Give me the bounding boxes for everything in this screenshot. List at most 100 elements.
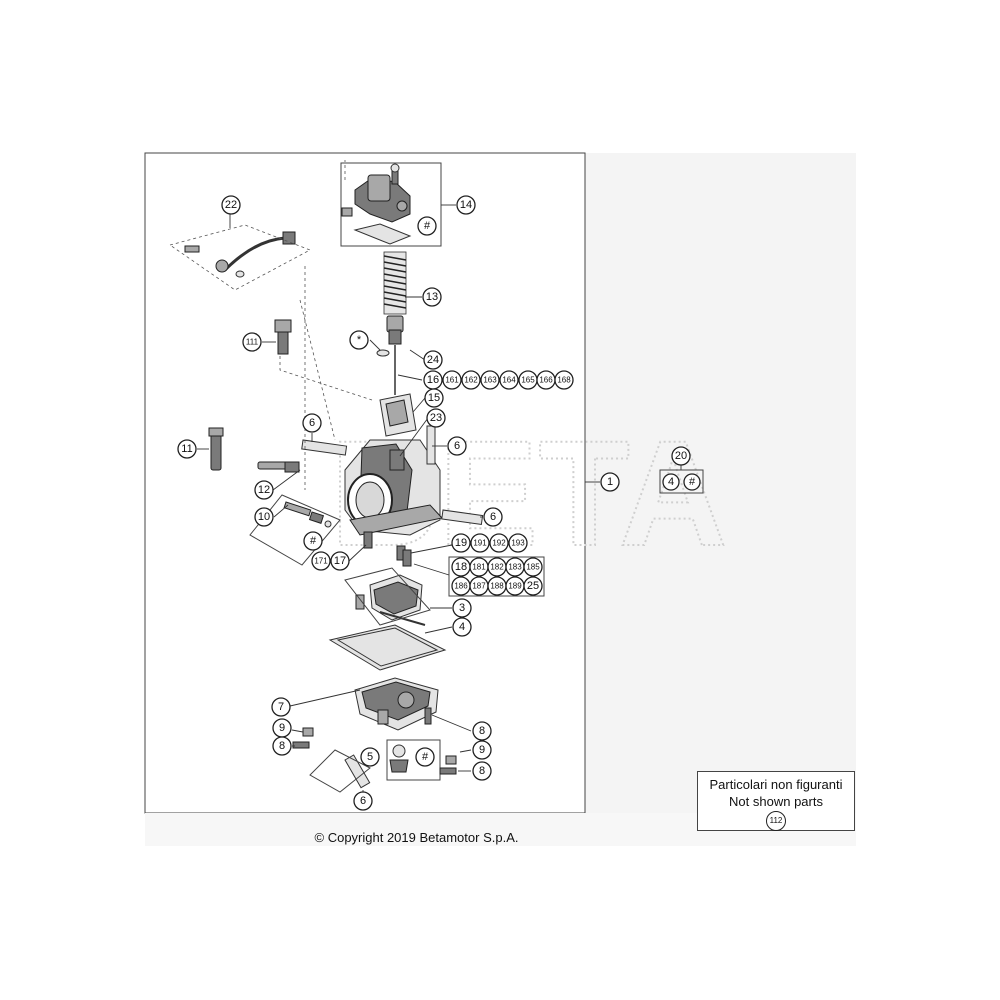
svg-text:6: 6	[490, 511, 496, 523]
callout-18[interactable]: 18	[451, 557, 471, 577]
svg-text:193: 193	[511, 539, 525, 548]
callout-111[interactable]: 111	[242, 332, 262, 352]
callout-6-right[interactable]: 6	[447, 436, 467, 456]
svg-text:8: 8	[279, 740, 285, 752]
callout-14-hash[interactable]: #	[417, 216, 437, 236]
callout-183[interactable]: 183	[505, 557, 525, 577]
svg-text:13: 13	[426, 291, 438, 303]
callout-star[interactable]: *	[349, 330, 369, 350]
callout-9-right[interactable]: 9	[472, 740, 492, 760]
leader-lines	[197, 204, 600, 792]
callout-22[interactable]: 22	[221, 195, 241, 215]
group-20-frame	[659, 469, 704, 494]
svg-text:25: 25	[527, 580, 539, 592]
adjuster-11-part	[208, 427, 224, 471]
callout-13[interactable]: 13	[422, 287, 442, 307]
svg-text:22: 22	[225, 199, 237, 211]
callout-164[interactable]: 164	[499, 370, 519, 390]
callout-23[interactable]: 23	[426, 408, 446, 428]
svg-text:181: 181	[472, 563, 486, 572]
callout-192[interactable]: 192	[489, 533, 509, 553]
callout-182[interactable]: 182	[487, 557, 507, 577]
callout-112[interactable]: 112	[766, 811, 786, 831]
callout-8-right-bottom[interactable]: 8	[472, 761, 492, 781]
callout-1[interactable]: 1	[600, 472, 620, 492]
callout-193[interactable]: 193	[508, 533, 528, 553]
svg-text:#: #	[310, 535, 317, 547]
svg-text:14: 14	[460, 199, 472, 211]
callout-20[interactable]: 20	[671, 446, 691, 466]
callout-24[interactable]: 24	[423, 350, 443, 370]
callout-6-left[interactable]: 6	[302, 413, 322, 433]
cable-adjuster-111-part	[274, 319, 292, 355]
svg-text:8: 8	[479, 725, 485, 737]
callout-9-left[interactable]: 9	[272, 718, 292, 738]
svg-text:24: 24	[427, 354, 439, 366]
callout-4[interactable]: 4	[452, 617, 472, 637]
hose-6-parts	[301, 425, 484, 789]
callout-8-left[interactable]: 8	[272, 736, 292, 756]
svg-text:4: 4	[459, 621, 465, 633]
not-shown-parts-legend: Particolari non figuranti Not shown part…	[697, 771, 855, 831]
callout-20-item-4[interactable]: 4	[662, 473, 680, 491]
svg-text:188: 188	[490, 582, 504, 591]
svg-text:192: 192	[492, 539, 506, 548]
svg-text:4: 4	[668, 476, 674, 488]
group-14-frame	[340, 162, 442, 247]
callout-188[interactable]: 188	[487, 576, 507, 596]
svg-text:6: 6	[454, 440, 460, 452]
svg-text:18: 18	[455, 561, 467, 573]
svg-text:5: 5	[367, 751, 373, 763]
callout-11[interactable]: 11	[177, 439, 197, 459]
callout-7[interactable]: 7	[271, 697, 291, 717]
legend-line-italian: Particolari non figuranti	[709, 777, 843, 792]
callout-168[interactable]: 168	[554, 370, 574, 390]
callout-161[interactable]: 161	[442, 370, 462, 390]
callout-10[interactable]: 10	[254, 507, 274, 527]
svg-text:23: 23	[430, 412, 442, 424]
callout-10-hash[interactable]: #	[303, 531, 323, 551]
callout-187[interactable]: 187	[469, 576, 489, 596]
svg-text:164: 164	[502, 376, 516, 385]
callout-15[interactable]: 15	[424, 388, 444, 408]
callout-5-hash[interactable]: #	[415, 747, 435, 767]
svg-text:9: 9	[479, 744, 485, 756]
callout-12[interactable]: 12	[254, 480, 274, 500]
copyright-notice: © Copyright 2019 Betamotor S.p.A.	[314, 830, 519, 845]
svg-text:8: 8	[479, 765, 485, 777]
callout-20-item-hash[interactable]: #	[683, 473, 701, 491]
callout-5[interactable]: 5	[360, 747, 380, 767]
callout-185[interactable]: 185	[523, 557, 543, 577]
svg-text:162: 162	[464, 376, 478, 385]
callout-181[interactable]: 181	[469, 557, 489, 577]
callout-8-right-top[interactable]: 8	[472, 721, 492, 741]
callout-6-mid[interactable]: 6	[483, 507, 503, 527]
svg-text:19: 19	[455, 537, 467, 549]
callout-17[interactable]: 17	[330, 551, 350, 571]
float-bowl-part	[354, 677, 439, 731]
svg-text:10: 10	[258, 511, 270, 523]
float-bowl-gasket-part	[328, 624, 447, 671]
svg-text:185: 185	[526, 563, 540, 572]
callout-189[interactable]: 189	[505, 576, 525, 596]
callout-165[interactable]: 165	[518, 370, 538, 390]
callout-6-bottom[interactable]: 6	[353, 791, 373, 811]
callout-25[interactable]: 25	[523, 576, 543, 596]
callout-186[interactable]: 186	[451, 576, 471, 596]
callout-166[interactable]: 166	[536, 370, 556, 390]
callout-19[interactable]: 19	[451, 533, 471, 553]
group-20[interactable]: 20 4 #	[659, 446, 704, 494]
callout-163[interactable]: 163	[480, 370, 500, 390]
callout-3[interactable]: 3	[452, 598, 472, 618]
callout-191[interactable]: 191	[470, 533, 490, 553]
slide-spring-part	[376, 251, 407, 395]
wiring-harness-part	[169, 224, 311, 291]
callout-16[interactable]: 16	[423, 370, 443, 390]
svg-text:171: 171	[314, 557, 328, 566]
svg-text:6: 6	[309, 417, 315, 429]
callout-171[interactable]: 171	[311, 551, 331, 571]
callout-14[interactable]: 14	[456, 195, 476, 215]
callout-162[interactable]: 162	[461, 370, 481, 390]
svg-text:17: 17	[334, 555, 346, 567]
